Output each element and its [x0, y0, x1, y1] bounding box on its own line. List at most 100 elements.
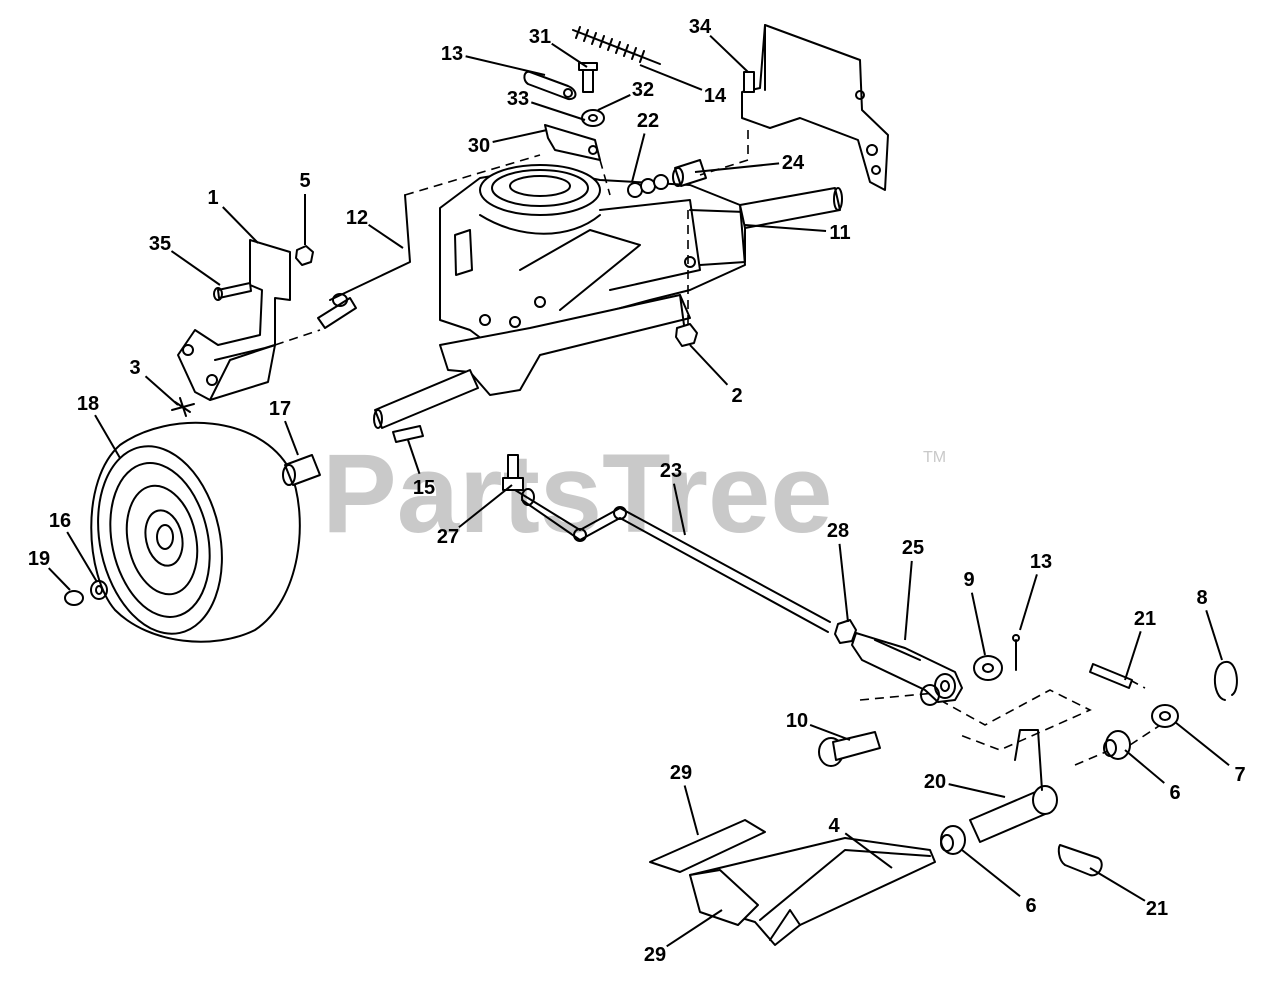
transaxle	[373, 164, 843, 429]
bushing	[1103, 730, 1131, 760]
shoulder-bolt	[818, 731, 881, 767]
callout-number: 30	[468, 135, 490, 157]
callout-number: 9	[963, 569, 974, 591]
pedal-arm	[689, 837, 936, 946]
callout-leader	[672, 483, 686, 536]
bolt	[213, 282, 252, 301]
callout-leader	[284, 420, 299, 456]
callout-number: 16	[49, 510, 71, 532]
callout-leader	[961, 849, 1021, 898]
callout-number: 25	[902, 537, 924, 559]
callout-leader	[744, 224, 827, 232]
watermark-trademark: TM	[923, 449, 946, 466]
callout-number: 29	[644, 944, 666, 966]
cross-shaft	[969, 729, 1058, 843]
callout-leader	[222, 206, 259, 244]
callout-leader	[970, 592, 986, 656]
callout-leader	[597, 94, 631, 111]
callout-leader	[694, 162, 780, 173]
callout-number: 29	[670, 762, 692, 784]
callout-number: 14	[704, 85, 727, 107]
nut	[834, 619, 857, 644]
nut	[675, 323, 698, 347]
callout-number: 1	[207, 187, 218, 209]
callout-number: 11	[829, 222, 850, 244]
pedal-pad	[689, 869, 759, 926]
callout-number: 17	[269, 398, 291, 420]
callout-number: 34	[689, 16, 712, 38]
bolt	[578, 62, 598, 93]
callout-leader	[66, 531, 98, 583]
callout-leader	[709, 34, 749, 73]
callout-number: 5	[299, 170, 310, 192]
callout-number: 32	[632, 79, 654, 101]
callout-leader	[639, 64, 703, 91]
callout-leader	[170, 250, 221, 286]
callout-number: 22	[637, 110, 659, 132]
link-arm	[851, 632, 963, 706]
callout-number: 10	[786, 710, 808, 732]
callout-number: 23	[660, 460, 682, 482]
callout-number: 13	[1030, 551, 1052, 573]
callout-leader	[838, 543, 849, 623]
callout-leader	[1205, 610, 1223, 661]
callout-number: 6	[1169, 782, 1180, 804]
callout-number: 21	[1134, 608, 1156, 630]
callout-leader	[1174, 721, 1230, 767]
callout-leader	[1124, 631, 1142, 681]
bushing	[940, 825, 966, 855]
callout-leader	[666, 909, 723, 948]
callout-leader	[809, 724, 851, 741]
cotter-pin	[1012, 634, 1020, 671]
link	[523, 70, 577, 101]
callout-leader	[368, 223, 404, 249]
wheel-washer	[90, 580, 108, 600]
axle-key	[392, 425, 424, 443]
callout-number: 12	[346, 207, 368, 229]
bolt	[743, 71, 755, 93]
washer	[1151, 704, 1179, 728]
callout-leader	[94, 414, 121, 459]
callout-leader	[1019, 574, 1038, 631]
callout-number: 20	[924, 771, 946, 793]
callout-number: 15	[413, 477, 435, 499]
callout-number: 31	[529, 26, 551, 48]
callout-number: 4	[828, 815, 840, 837]
callout-leader	[631, 133, 646, 183]
control-rod	[514, 488, 831, 633]
nut-set	[627, 174, 669, 198]
callout-leader	[530, 101, 586, 121]
callout-number: 33	[507, 88, 529, 110]
spring	[572, 26, 661, 65]
callout-number: 3	[129, 357, 140, 379]
pin	[1089, 663, 1133, 689]
callout-leader	[904, 560, 913, 641]
callout-leader	[407, 439, 421, 475]
callout-labels: 1234566789101112131314151617181920212122…	[28, 16, 1246, 966]
callout-leader	[458, 484, 513, 529]
callout-number: 35	[149, 233, 171, 255]
callout-leader	[465, 55, 546, 76]
callout-number: 27	[437, 526, 459, 548]
axle-spacer	[282, 454, 321, 486]
clip	[1057, 844, 1103, 877]
mounting-bracket	[177, 239, 291, 401]
washer	[973, 655, 1003, 681]
hairpin-clip	[1213, 661, 1238, 701]
callout-leader	[1124, 749, 1165, 784]
shift-rod	[317, 194, 411, 329]
pivot-bracket	[544, 124, 601, 161]
callout-leader	[948, 783, 1006, 798]
callout-number: 28	[827, 520, 849, 542]
callout-leader	[844, 832, 893, 869]
callout-leader	[492, 129, 548, 143]
callout-leader	[1089, 867, 1146, 902]
callout-leader	[683, 785, 699, 836]
retaining-ring	[64, 590, 84, 606]
bolt	[171, 397, 195, 417]
pedal-pad	[649, 819, 766, 873]
callout-number: 8	[1196, 587, 1207, 609]
callout-leader	[551, 42, 588, 68]
callout-number: 18	[77, 393, 99, 415]
